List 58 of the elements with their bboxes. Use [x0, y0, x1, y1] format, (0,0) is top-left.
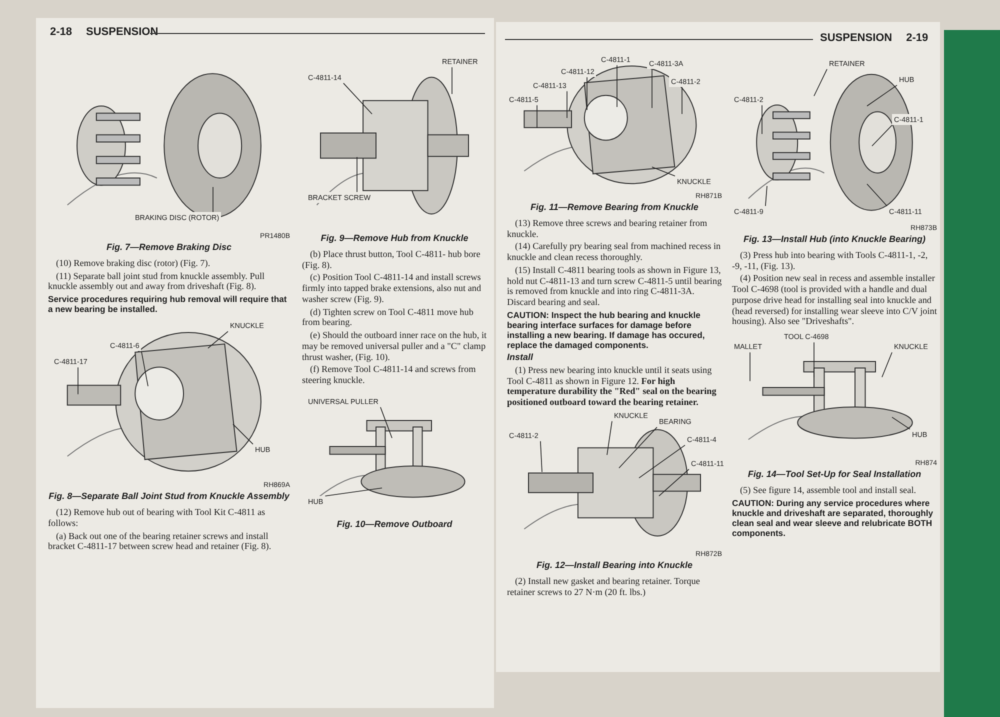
leader-line: [618, 426, 658, 468]
leader-line: [658, 468, 690, 496]
figure-caption: Fig. 14—Tool Set-Up for Seal Installation: [746, 469, 922, 480]
leader-line: [324, 488, 382, 496]
step-text: (12) Remove hub out of bearing with Tool Kit C-4811 as follows:: [48, 506, 266, 529]
leader-line: [652, 166, 676, 176]
step-text: (f) Remove Tool C-4811-14 and screws from steering knuckle.: [302, 364, 477, 386]
caution-text: Service procedures requiring hub removal will require that a new bearing be installed.: [48, 294, 288, 314]
figure-caption: Fig. 10—Remove Outboard: [336, 518, 454, 530]
figure-caption: Fig. 13—Install Hub (into Knuckle Bearing): [742, 234, 927, 245]
leader-line: [872, 124, 892, 146]
page-number: 2-19: [906, 32, 928, 44]
step-text: (e) Should the outboard inner race on the hub, it may be removed universal puller and a "C" clamp thrust washer, (Fig. 10).: [302, 330, 487, 362]
leader-line: [638, 444, 686, 478]
section-title: SUSPENSION: [820, 32, 892, 44]
leader-line: [212, 186, 214, 212]
leader-line: [866, 184, 888, 206]
leader-line: [606, 420, 612, 456]
page-number: 2-18: [50, 26, 72, 38]
step-text: (11) Separate ball joint stud from knuckle assembly. Pull knuckle assembly out and away from driveshaft (Fig. 8).: [48, 270, 266, 292]
leader-line: [232, 424, 254, 445]
step-text: (1) Press new bearing into knuckle until it seats using Tool C-4811 as shown in Figure 12. For high temperature durability the "Red" seal on the bearing positioned outboard toward the bearing retainer.: [507, 364, 718, 408]
leader-line: [356, 156, 358, 192]
leader-line: [892, 416, 910, 430]
step-text: (d) Tighten screw on Tool C-4811 move hub from bearing.: [302, 306, 474, 328]
step-text: (4) Position new seal in recess and assemble installer Tool C-4698 (tool is provided with a handle and dual purpose drive head for installing seal into knuckle and (head reversed) for installing wear sleeve into C/V joint housing). Also see "Driveshafts".: [732, 273, 937, 328]
leader-line: [540, 440, 542, 472]
step-text: (5) See figure 14, assemble tool and install seal.: [739, 484, 918, 496]
leader-line: [882, 352, 892, 378]
leader-line: [586, 76, 588, 110]
step-text: (2) Install new gasket and bearing retainer. Torque retainer screws to 27 N·m (20 ft. lbs.): [507, 576, 701, 598]
step-text: (a) Back out one of the bearing retainer screws and install bracket C-4811-17 between screw head and retainer (Fig. 8).: [48, 530, 272, 552]
step-text: (14) Carefully pry bearing seal from machined recess in knuckle and clean recess thoroughly.: [507, 241, 722, 263]
leader-line: [380, 406, 392, 438]
step-text: (10) Remove braking disc (rotor) (Fig. 7).: [55, 258, 212, 269]
step-text: (15) Install C-4811 bearing tools as shown in Figure 13, hold nut C-4811-13 and turn screw C-4811-5 until bearing is removed from knuckle and into ring C-4811-3A. Discard bearing and seal.: [507, 264, 722, 308]
section-heading: Install: [507, 352, 534, 363]
leader-line: [814, 68, 828, 96]
leader-line: [566, 90, 568, 118]
step-text: (13) Remove three screws and bearing retainer from knuckle.: [507, 218, 708, 240]
leader-line: [343, 82, 372, 114]
leader-line: [765, 186, 768, 206]
figure-caption: Fig. 9—Remove Hub from Knuckle: [320, 233, 470, 244]
figure-caption: Fig. 7—Remove Braking Disc: [105, 242, 233, 253]
leader-line: [141, 351, 148, 387]
step-text: (c) Position Tool C-4811-14 and install screws firmly into tapped brake extensions, also nut and washer screw (Fig. 9).: [302, 272, 482, 305]
leader-line: [616, 64, 618, 108]
step-text: (3) Press hub into bearing with Tools C-4811-1, -2, -9, -11, (Fig. 13).: [732, 250, 929, 272]
figure-caption: Fig. 11—Remove Bearing from Knuckle: [530, 202, 700, 213]
figure-caption: Fig. 8—Separate Ball Joint Stud from Knuckle Assembly: [48, 491, 290, 502]
figure-caption: Fig. 12—Install Bearing into Knuckle: [535, 560, 694, 571]
caution-text: CAUTION: During any service procedures where knuckle and driveshaft are separated, thoroughly clean seal and wear sleeve and relubricate BOTH components.: [732, 498, 934, 538]
leader-line: [536, 104, 538, 128]
section-title: SUSPENSION: [86, 26, 158, 38]
caution-text: CAUTION: Inspect the hub bearing and knuckle bearing interface surfaces for damage before installing a new bearing. If damage has occured, replace the damaged components.: [507, 310, 706, 350]
leader-line: [866, 84, 898, 106]
leader-line: [208, 331, 228, 349]
step-text: (b) Place thrust button, Tool C-4811- hub bore (Fig. 8).: [302, 248, 482, 270]
